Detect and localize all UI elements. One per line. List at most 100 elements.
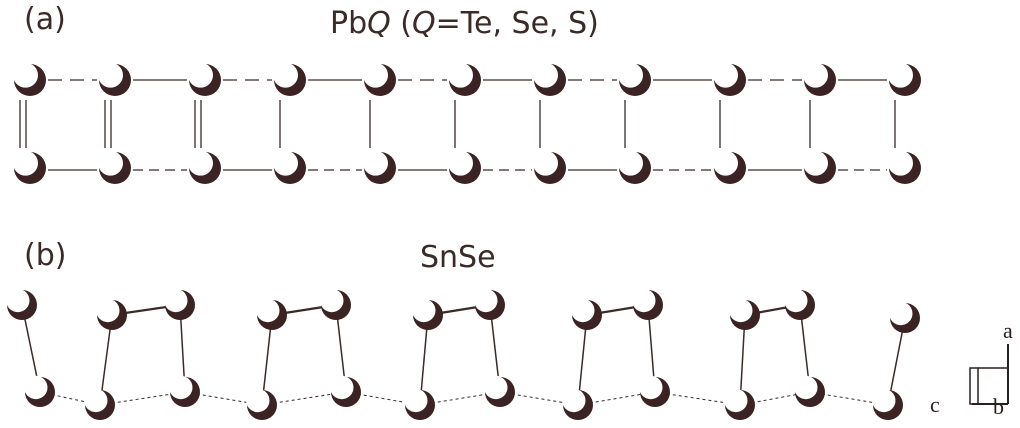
panel-b-title: SnSe <box>420 240 496 275</box>
atom-a-bottom-2-highlight <box>188 150 213 176</box>
atom-b-bottom-1-highlight <box>84 388 108 413</box>
atom-a-top-8 <box>713 62 746 96</box>
atom-b-bottom-10 <box>794 375 825 407</box>
atom-a-bottom-10 <box>888 150 921 184</box>
panel-b-atoms <box>6 288 920 420</box>
atom-a-bottom-0-highlight <box>13 150 38 176</box>
panel-a-bonds <box>19 79 896 171</box>
atom-b-top-0 <box>6 288 37 320</box>
atom-b-top-9-highlight <box>729 298 753 323</box>
atom-a-top-10 <box>888 62 921 96</box>
atom-a-bottom-5-highlight <box>448 150 473 176</box>
atom-b-bottom-5 <box>404 388 435 420</box>
atom-b-bottom-3-highlight <box>246 388 270 413</box>
atom-b-top-4-highlight <box>320 288 344 313</box>
atom-b-top-6 <box>474 288 505 320</box>
atom-a-top-7-highlight <box>618 62 644 88</box>
atom-b-bottom-4-highlight <box>330 375 354 400</box>
atom-a-top-6 <box>533 62 566 96</box>
atom-b-bottom-6-highlight <box>484 375 508 400</box>
bond-b-vert-7 <box>577 314 588 406</box>
title-a-open: ( <box>390 6 413 41</box>
panel-a-atoms <box>13 62 921 184</box>
atom-a-bottom-6 <box>533 150 566 184</box>
atom-a-bottom-3-highlight <box>273 150 298 176</box>
atom-a-bottom-2 <box>188 150 221 184</box>
atom-a-bottom-4-highlight <box>363 150 388 176</box>
atom-b-top-3-highlight <box>256 298 280 323</box>
atom-b-bottom-9-highlight <box>724 388 748 413</box>
atom-a-top-4-highlight <box>363 62 388 88</box>
atom-b-top-5 <box>412 298 443 330</box>
atom-b-top-8-highlight <box>632 288 656 313</box>
atom-a-top-0 <box>13 62 46 96</box>
atom-b-bottom-10-highlight <box>794 375 818 400</box>
atom-b-bottom-0 <box>24 375 55 407</box>
atom-b-bottom-2-highlight <box>169 375 193 400</box>
atom-b-top-8 <box>632 288 663 320</box>
atom-b-top-4 <box>320 288 351 320</box>
atom-a-top-4 <box>363 62 396 96</box>
atom-b-bottom-8-highlight <box>639 375 663 400</box>
axis-b-label: b <box>993 394 1004 419</box>
atom-a-top-3-highlight <box>273 62 298 88</box>
atom-b-top-9 <box>729 298 760 330</box>
atom-b-top-11 <box>889 301 920 333</box>
atom-a-top-10-highlight <box>888 62 914 88</box>
atom-a-top-5 <box>448 62 481 96</box>
atom-a-top-9-highlight <box>803 62 829 88</box>
atom-a-bottom-4 <box>363 150 396 184</box>
atom-b-bottom-7 <box>562 388 593 420</box>
atom-a-bottom-0 <box>13 150 46 184</box>
atom-a-bottom-7-highlight <box>618 150 644 176</box>
atom-b-bottom-4 <box>330 375 361 407</box>
title-a-rest: =Te, Se, S) <box>435 6 599 41</box>
atom-a-bottom-1-highlight <box>98 150 123 176</box>
panel-b-bonds <box>21 303 906 406</box>
atom-a-bottom-6-highlight <box>533 150 559 176</box>
atom-b-top-7 <box>571 298 602 330</box>
atom-b-bottom-2 <box>169 375 200 407</box>
atom-b-top-7-highlight <box>571 298 595 323</box>
atom-b-bottom-7-highlight <box>562 388 586 413</box>
atom-a-bottom-9 <box>803 150 836 184</box>
atom-b-bottom-5-highlight <box>404 388 428 413</box>
atom-b-top-3 <box>256 298 287 330</box>
atom-b-top-1-highlight <box>96 298 120 323</box>
bond-b-vert-1 <box>99 314 113 406</box>
atom-b-bottom-3 <box>246 388 277 420</box>
atom-a-top-0-highlight <box>13 62 38 88</box>
panel-a-label: (a) <box>24 2 66 37</box>
atom-a-top-7 <box>618 62 651 96</box>
atom-a-bottom-3 <box>273 150 306 184</box>
atom-a-bottom-10-highlight <box>888 150 914 176</box>
atom-b-top-6-highlight <box>474 288 498 313</box>
atom-b-top-2-highlight <box>164 288 188 313</box>
atom-b-top-2 <box>164 288 195 320</box>
atom-a-bottom-1 <box>98 150 131 184</box>
atom-a-top-9 <box>803 62 836 96</box>
atom-b-bottom-0-highlight <box>24 375 48 400</box>
panel-a-title: PbQ (Q=Te, Se, S) <box>330 6 599 41</box>
atom-b-bottom-6 <box>484 375 515 407</box>
atom-a-top-3 <box>273 62 306 96</box>
panel-b-label: (b) <box>24 238 67 273</box>
atom-a-bottom-7 <box>618 150 651 184</box>
bond-b-vert-3 <box>261 314 273 406</box>
atom-a-bottom-9-highlight <box>803 150 829 176</box>
atom-b-bottom-11-highlight <box>872 388 896 413</box>
atom-a-bottom-8 <box>713 150 746 184</box>
atom-a-top-2-highlight <box>188 62 213 88</box>
atom-a-top-6-highlight <box>533 62 559 88</box>
bond-b-vert-5 <box>419 314 429 406</box>
axis-indicator <box>969 344 1009 405</box>
atom-b-top-10 <box>784 288 815 320</box>
axis-c-label: c <box>930 392 940 417</box>
atom-a-top-8-highlight <box>713 62 739 88</box>
bond-b-bot-0 <box>39 391 101 406</box>
atom-b-top-5-highlight <box>412 298 436 323</box>
title-a-q2: Q <box>412 6 436 41</box>
atom-a-top-1 <box>98 62 131 96</box>
title-a-pb: Pb <box>330 6 368 41</box>
